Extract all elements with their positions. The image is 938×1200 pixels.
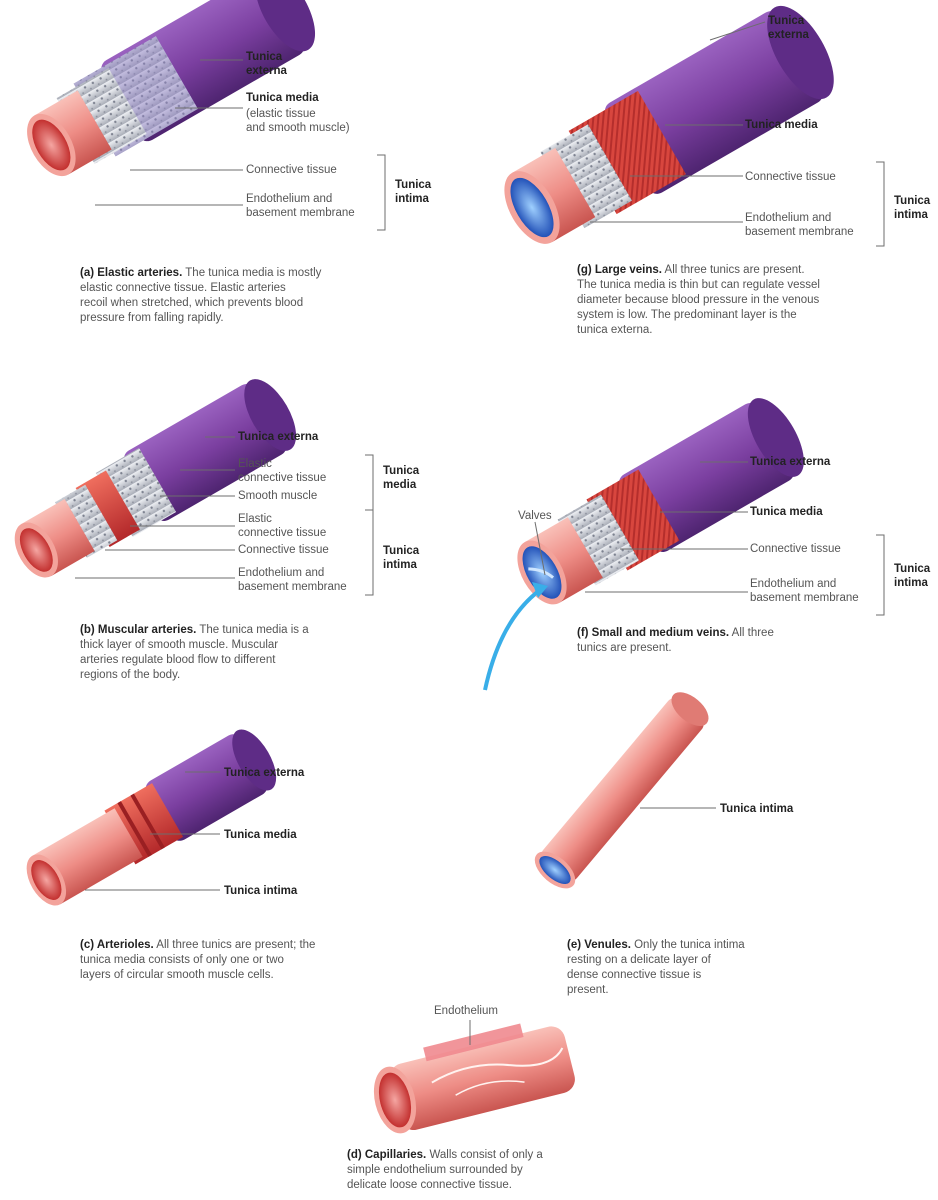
elastic-artery-illustration xyxy=(27,0,316,177)
arteriole-illustration xyxy=(26,729,277,906)
f-tunica-externa-label: Tunica externa xyxy=(750,456,831,468)
b-caption: (b) Muscular arteries. The tunica media … xyxy=(80,623,380,683)
g-tunica-media-label: Tunica media xyxy=(745,119,818,131)
a-caption-line: recoil when stretched, which prevents bl… xyxy=(80,297,304,309)
g-caption-line: All three tunics are present. xyxy=(662,264,805,276)
b-connective-tissue-label: Connective tissue xyxy=(238,544,329,556)
large-vein-illustration xyxy=(504,5,834,244)
c-tunica-media-label: Tunica media xyxy=(224,829,297,841)
e-caption-title: (e) Venules. xyxy=(567,939,631,951)
venule-illustration xyxy=(534,692,709,889)
arrow-head-icon xyxy=(532,582,548,598)
b-smooth-muscle-label: Smooth muscle xyxy=(238,490,318,502)
c-caption-line: All three tunics are present; the xyxy=(153,939,316,951)
b-tunica-externa-label: Tunica externa xyxy=(238,431,319,443)
g-caption: (g) Large veins. All three tunics are pr… xyxy=(577,263,897,338)
a-caption-title: (a) Elastic arteries. xyxy=(80,267,183,279)
small-vein-illustration xyxy=(517,398,804,605)
d-caption-title: (d) Capillaries. xyxy=(347,1149,427,1161)
leader-lines xyxy=(75,21,885,1045)
g-connective-tissue-label: Connective tissue xyxy=(745,171,836,183)
b-caption-line: The tunica media is a xyxy=(196,624,309,636)
f-tunica-media-label: Tunica media xyxy=(750,506,823,518)
e-caption-line: present. xyxy=(567,984,609,996)
e-caption-line: resting on a delicate layer of xyxy=(567,954,711,966)
d-endothelium-label: Endothelium xyxy=(434,1005,498,1017)
a-tunica-media-label: Tunica media xyxy=(246,92,319,104)
g-caption-line: tunica externa. xyxy=(577,324,653,336)
a-caption-line: pressure from falling rapidly. xyxy=(80,312,224,324)
c-tunica-externa-label: Tunica externa xyxy=(224,767,305,779)
e-caption: (e) Venules. Only the tunica intima rest… xyxy=(567,938,827,998)
g-caption-line: diameter because blood pressure in the v… xyxy=(577,294,820,306)
f-caption-line: All three xyxy=(729,627,774,639)
a-caption: (a) Elastic arteries. The tunica media i… xyxy=(80,266,380,326)
b-caption-line: thick layer of smooth muscle. Muscular xyxy=(80,639,279,651)
f-caption: (f) Small and medium veins. All three tu… xyxy=(577,626,837,656)
a-caption-line: elastic connective tissue. Elastic arter… xyxy=(80,282,286,294)
capillary-illustration xyxy=(373,1023,575,1134)
g-caption-title: (g) Large veins. xyxy=(577,264,662,276)
f-caption-line: tunics are present. xyxy=(577,642,672,654)
a-connective-tissue-label: Connective tissue xyxy=(246,164,337,176)
e-caption-line: dense connective tissue is xyxy=(567,969,702,981)
b-caption-line: regions of the body. xyxy=(80,669,181,681)
b-caption-line: arteries regulate blood flow to differen… xyxy=(80,654,276,666)
blood-flow-arrow-icon xyxy=(483,588,542,691)
c-caption: (c) Arterioles. All three tunics are pre… xyxy=(80,938,380,983)
d-caption-line: delicate loose connective tissue. xyxy=(347,1179,512,1191)
c-tunica-intima-label: Tunica intima xyxy=(224,885,298,897)
b-caption-title: (b) Muscular arteries. xyxy=(80,624,197,636)
f-connective-tissue-label: Connective tissue xyxy=(750,543,841,555)
c-caption-line: layers of circular smooth muscle cells. xyxy=(80,969,274,981)
e-tunica-intima-label: Tunica intima xyxy=(720,803,794,815)
f-valves-label: Valves xyxy=(518,510,552,522)
g-caption-line: system is low. The predominant layer is … xyxy=(577,309,797,321)
d-caption: (d) Capillaries. Walls consist of only a… xyxy=(347,1148,607,1193)
muscular-artery-illustration xyxy=(14,379,297,578)
f-caption-title: (f) Small and medium veins. xyxy=(577,627,730,639)
d-caption-line: simple endothelium surrounded by xyxy=(347,1164,523,1176)
e-caption-line: Only the tunica intima xyxy=(630,939,745,951)
c-caption-line: tunica media consists of only one or two xyxy=(80,954,284,966)
g-caption-line: The tunica media is thin but can regulat… xyxy=(577,279,820,291)
a-caption-line: The tunica media is mostly xyxy=(182,267,322,279)
c-caption-title: (c) Arterioles. xyxy=(80,939,154,951)
d-caption-line: Walls consist of only a xyxy=(426,1149,543,1161)
